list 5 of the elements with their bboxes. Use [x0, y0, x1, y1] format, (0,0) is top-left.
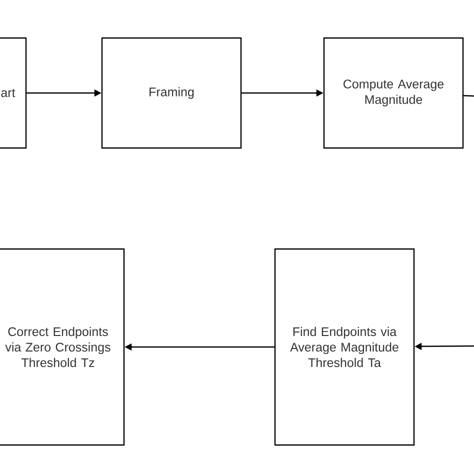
process-box: Framing	[101, 37, 242, 149]
process-box: Find Endpoints via Average Magnitude Threshold Ta	[274, 248, 415, 446]
process-box: Compute Average Magnitude	[323, 37, 464, 149]
process-box: Correct Endpoints via Zero Crossings Threshold Tz	[0, 248, 125, 446]
process-box: art	[0, 37, 27, 149]
